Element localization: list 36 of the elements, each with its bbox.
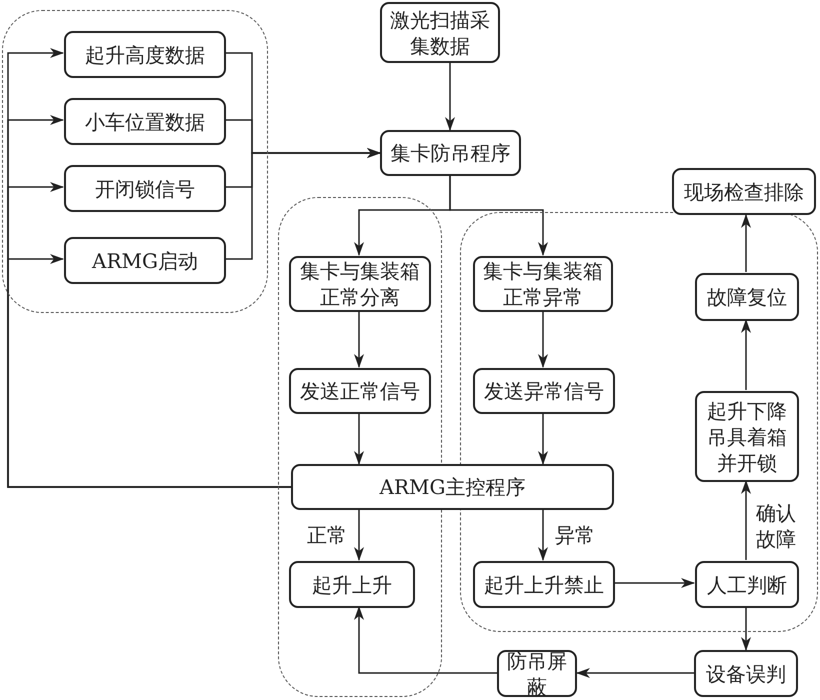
process-box: 设备误判	[694, 650, 798, 697]
arrow	[445, 63, 455, 131]
process-box: ARMG启动	[64, 237, 226, 284]
arrow	[741, 214, 751, 272]
arrow	[354, 311, 364, 368]
arrow	[7, 254, 291, 488]
arrow	[614, 578, 695, 588]
arrow	[354, 606, 497, 674]
arrow	[576, 668, 694, 678]
process-box: 小车位置数据	[64, 98, 226, 145]
arrow	[449, 176, 548, 256]
process-box: 人工判断	[695, 561, 799, 608]
arrow	[538, 510, 548, 561]
process-box: 起升上升禁止	[473, 561, 615, 608]
arrow	[741, 607, 751, 651]
dashed-group-frame	[2, 10, 268, 313]
process-box: 现场检查排除	[672, 168, 816, 215]
process-box: 集卡与集装箱正常异常	[473, 256, 613, 312]
process-box: 起升上升	[289, 561, 415, 608]
process-box: 故障复位	[695, 273, 799, 321]
process-box: 开闭锁信号	[64, 165, 226, 212]
process-box: 起升高度数据	[64, 31, 226, 78]
arrow	[538, 311, 548, 368]
arrow	[538, 413, 548, 465]
process-box: 集卡与集装箱正常分离	[289, 256, 431, 312]
process-box: 发送正常信号	[289, 368, 431, 414]
arrow	[354, 413, 364, 465]
process-box: 发送异常信号	[473, 368, 615, 414]
process-box: ARMG主控程序	[291, 464, 614, 510]
process-box: 集卡防吊程序	[380, 130, 521, 176]
arrow	[354, 510, 364, 561]
process-box: 激光扫描采集数据	[380, 2, 500, 63]
process-box: 起升下降吊具着箱并开锁	[695, 391, 799, 482]
arrow	[741, 480, 751, 560]
arrow	[225, 148, 381, 260]
arrow	[741, 319, 751, 390]
